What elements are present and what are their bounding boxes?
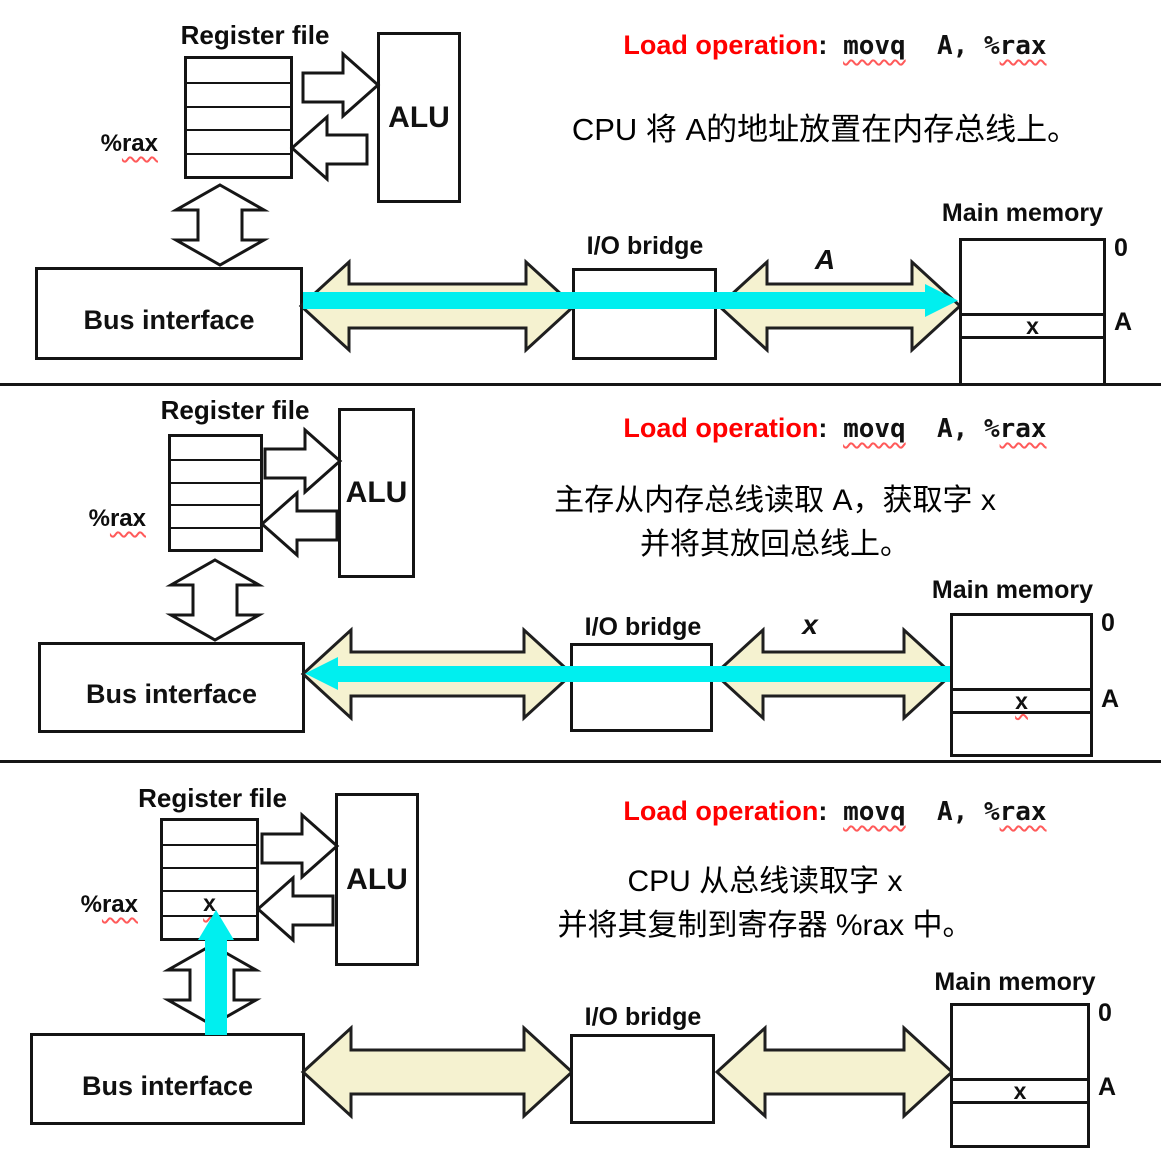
register-row	[171, 459, 260, 481]
load-operation-title: Load operation: movq A, %rax	[623, 413, 1047, 444]
register-to-alu-arrow	[260, 811, 340, 881]
alu-to-register-arrow	[289, 113, 369, 183]
memory-address-0: 0	[1114, 234, 1128, 262]
cyan-arrowhead-right	[925, 284, 958, 317]
bus-interface-box: Bus interface	[30, 1033, 305, 1125]
register-file	[168, 434, 263, 552]
bus-interface-box: Bus interface	[38, 642, 305, 733]
memory-address-0: 0	[1098, 999, 1112, 1027]
register-row	[163, 915, 256, 938]
main-memory-box: x	[959, 238, 1106, 383]
memory-bus-arrow	[714, 1024, 955, 1120]
rax-label: %rax	[100, 130, 158, 157]
load-operation-title: Load operation: movq A, %rax	[623, 796, 1047, 827]
register-row	[171, 481, 260, 504]
cyan-data-flow-band	[336, 666, 950, 682]
main-memory-title: Main memory	[934, 968, 1096, 996]
bus-interface-box: Bus interface	[35, 267, 303, 360]
load-operation-title: Load operation: movq A, %rax	[623, 30, 1047, 61]
cyan-data-flow-band	[205, 938, 227, 1035]
alu-box: ALU	[377, 32, 461, 203]
cyan-arrowhead-up	[198, 910, 234, 940]
main-memory-title: Main memory	[941, 199, 1104, 227]
register-row-rax	[187, 129, 290, 152]
cyan-data-flow-band	[303, 292, 927, 309]
io-bridge-box	[570, 643, 713, 732]
cyan-arrowhead-left	[305, 657, 338, 690]
memory-cell-A: x	[953, 688, 1090, 714]
rax-label: %rax	[88, 505, 146, 532]
register-file-title: Register file	[180, 20, 330, 50]
alu-box: ALU	[338, 408, 415, 578]
register-row	[171, 437, 260, 459]
panel-divider	[0, 760, 1161, 763]
alu-to-register-arrow	[255, 874, 335, 944]
io-bridge-box	[572, 268, 717, 360]
main-memory-title: Main memory	[931, 576, 1094, 604]
memory-address-A: A	[1098, 1073, 1117, 1101]
register-row	[171, 526, 260, 549]
register-file	[184, 56, 293, 179]
bus-data-label: A	[814, 244, 836, 275]
rax-label: %rax	[80, 891, 138, 918]
memory-address-A: A	[1101, 685, 1120, 713]
alu-box: ALU	[335, 793, 419, 966]
rax-register-value: x	[203, 890, 216, 916]
main-memory-box: x	[950, 613, 1093, 757]
register-row	[187, 105, 290, 129]
memory-cell-A: x	[962, 313, 1103, 339]
register-row-rax: x	[163, 890, 256, 915]
io-bridge-title: I/O bridge	[584, 1003, 702, 1031]
register-row	[187, 152, 290, 176]
bus-data-label: x	[802, 609, 818, 640]
register-file-title: Register file	[138, 783, 287, 813]
register-file-title: Register file	[160, 395, 310, 425]
register-row	[163, 867, 256, 890]
register-row	[187, 59, 290, 82]
register-row	[163, 821, 256, 844]
memory-cell-value: x	[1013, 1077, 1027, 1104]
system-bus-arrow	[300, 1024, 575, 1120]
memory-cell-A: x	[953, 1078, 1087, 1104]
panel-step-1: Register file %rax ALU Bus interface I/O…	[0, 0, 1161, 383]
io-bridge-title: I/O bridge	[586, 232, 704, 260]
memory-address-0: 0	[1101, 609, 1115, 637]
io-bridge-title: I/O bridge	[584, 613, 702, 641]
register-bus-double-arrow	[170, 183, 270, 267]
register-row	[187, 82, 290, 105]
step-description: CPU 将 A的地址放置在内存总线上。	[571, 112, 1079, 147]
panel-divider	[0, 383, 1161, 386]
register-row-rax	[171, 504, 260, 526]
memory-cell-value: x	[1015, 687, 1028, 714]
register-row	[163, 844, 256, 867]
main-memory-box: x	[950, 1003, 1090, 1148]
panel-step-2: Register file %rax ALU Bus interface I/O…	[0, 383, 1161, 760]
memory-address-A: A	[1114, 308, 1133, 336]
register-to-alu-arrow	[263, 426, 343, 496]
io-bridge-box	[570, 1034, 715, 1124]
panel-step-3: Register file x %rax ALU Bus interface I…	[0, 760, 1161, 1162]
register-to-alu-arrow	[301, 50, 381, 120]
register-bus-double-arrow	[165, 558, 265, 642]
alu-to-register-arrow	[259, 489, 339, 559]
memory-cell-value: x	[1026, 312, 1039, 339]
register-file: x	[160, 818, 259, 941]
